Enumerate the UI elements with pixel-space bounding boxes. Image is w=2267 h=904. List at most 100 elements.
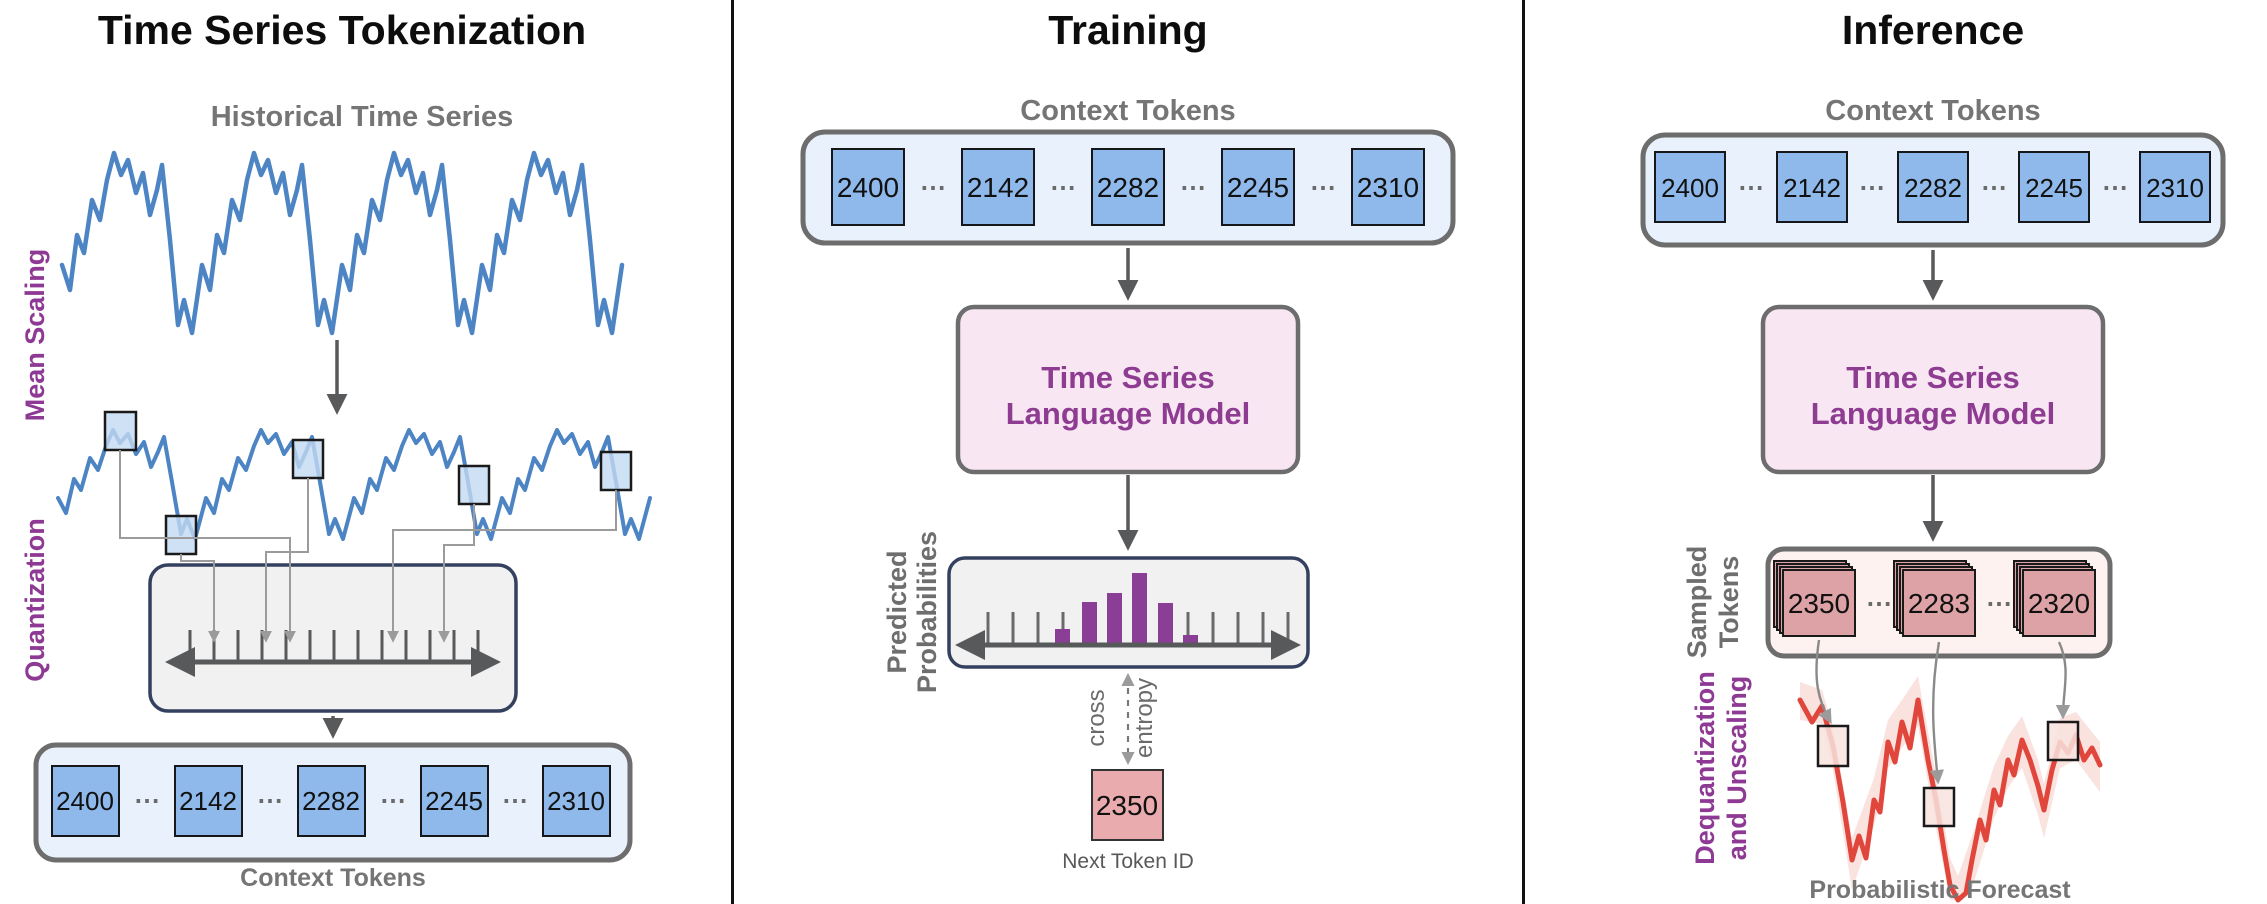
- sampled-token-stack: 2283: [1893, 560, 1976, 637]
- token-value: 2400: [56, 786, 114, 816]
- token-value: 2310: [547, 786, 605, 816]
- token-value: 2282: [1097, 172, 1159, 203]
- language-model-box: [955, 304, 1301, 475]
- model-name-line1: Time Series: [1846, 360, 2019, 395]
- token-value: 2245: [425, 786, 483, 816]
- predicted-label-line1: Predicted: [882, 550, 912, 673]
- token-box: [542, 765, 611, 837]
- token-box: [1351, 148, 1425, 226]
- token-value: 2142: [1783, 173, 1841, 203]
- mean-scaling-label: Mean Scaling: [20, 249, 50, 422]
- panel-inference: Inference Context Tokens 2400 2142 2282 …: [1640, 7, 2226, 904]
- model-name-line2: Language Model: [1006, 396, 1251, 431]
- sampled-label-line1: Sampled: [1682, 546, 1712, 659]
- token-box: [831, 148, 905, 226]
- model-name-line1: Time Series: [1041, 360, 1214, 395]
- token-value: 2400: [1661, 173, 1719, 203]
- ellipsis: ⋯: [1859, 172, 1885, 202]
- panel-divider-right: [1522, 0, 1525, 904]
- token-value: 2400: [837, 172, 899, 203]
- next-token-box: [1091, 769, 1164, 841]
- forecast-confidence-band: [1800, 676, 2100, 900]
- context-tokens-label: Context Tokens: [240, 864, 426, 892]
- token-box: [961, 148, 1035, 226]
- token-value: 2142: [967, 172, 1029, 203]
- next-token-value: 2350: [1096, 790, 1158, 821]
- token-value: 2142: [179, 786, 237, 816]
- sample-box: [103, 410, 138, 452]
- predicted-probabilities-box: [947, 556, 1310, 669]
- token-box: [420, 765, 489, 837]
- ellipsis: ⋯: [380, 785, 406, 815]
- probabilistic-forecast-label: Probabilistic Forecast: [1809, 876, 2071, 904]
- forecast-point-box: [2046, 720, 2080, 762]
- dequant-label-line2: and Unscaling: [1722, 676, 1752, 861]
- sampled-token-value: 2283: [1908, 588, 1970, 619]
- sampled-label-line2: Tokens: [1714, 556, 1744, 649]
- next-token-label: Next Token ID: [1062, 850, 1194, 873]
- loss-label-line2: entropy: [1131, 678, 1158, 758]
- token-box: [2018, 151, 2090, 223]
- token-box: [2139, 151, 2211, 223]
- loss-label-line1: cross: [1083, 689, 1110, 746]
- token-box: [51, 765, 120, 837]
- token-value: 2310: [2146, 173, 2204, 203]
- panel-training: Training Context Tokens 2400 2142 2282 2…: [800, 7, 1456, 873]
- sampled-token-stack: 2350: [1773, 560, 1856, 637]
- ellipsis: ⋯: [257, 785, 283, 815]
- sample-box: [291, 438, 325, 480]
- token-box: [1221, 148, 1295, 226]
- ellipsis: ⋯: [502, 785, 528, 815]
- ellipsis: ⋯: [920, 172, 946, 202]
- sample-box: [164, 514, 198, 556]
- inference-context-tokens-label: Context Tokens: [1825, 95, 2040, 127]
- tokenization-title: Time Series Tokenization: [98, 7, 586, 53]
- sampled-token-stack: 2320: [2013, 560, 2096, 637]
- quantization-label: Quantization: [20, 518, 50, 682]
- sampled-token-value: 2350: [1788, 588, 1850, 619]
- ellipsis: ⋯: [1981, 172, 2007, 202]
- mean-scaled-series-line: [56, 428, 652, 541]
- training-context-tokens-label: Context Tokens: [1020, 95, 1235, 127]
- token-value: 2310: [1357, 172, 1419, 203]
- token-box: [174, 765, 243, 837]
- context-token-row: 2400 2142 2282 2245 2310 ⋯ ⋯ ⋯ ⋯: [1654, 151, 2211, 223]
- ellipsis: ⋯: [2102, 172, 2128, 202]
- token-box: [1897, 151, 1969, 223]
- token-box: [1776, 151, 1848, 223]
- forecast-point-box: [1922, 786, 1956, 828]
- ellipsis: ⋯: [1866, 588, 1892, 618]
- token-value: 2245: [1227, 172, 1289, 203]
- token-value: 2282: [1904, 173, 1962, 203]
- training-title: Training: [1048, 7, 1207, 53]
- token-box: [1654, 151, 1726, 223]
- sampled-token-value: 2320: [2028, 588, 2090, 619]
- context-token-row: 2400 2142 2282 2245 2310 ⋯ ⋯ ⋯ ⋯: [831, 148, 1425, 226]
- forecast-line: [1797, 697, 2103, 903]
- inference-title: Inference: [1842, 7, 2024, 53]
- model-name-line2: Language Model: [1811, 396, 2056, 431]
- panel-tokenization: Time Series Tokenization Historical Time…: [20, 7, 652, 892]
- panel-divider-left: [731, 0, 734, 904]
- predicted-label-line2: Probabilities: [912, 531, 942, 693]
- sampled-token-stacks: 2350 2283 2320 ⋯ ⋯: [1773, 560, 2096, 637]
- token-value: 2245: [2025, 173, 2083, 203]
- language-model-box: [1760, 304, 2106, 475]
- dequant-label-line1: Dequantization: [1690, 671, 1720, 865]
- context-token-row: 2400 2142 2282 2245 2310 ⋯ ⋯ ⋯ ⋯: [51, 765, 611, 837]
- ellipsis: ⋯: [134, 785, 160, 815]
- ellipsis: ⋯: [1986, 588, 2012, 618]
- token-box: [297, 765, 366, 837]
- token-box: [1091, 148, 1165, 226]
- historical-time-series-line: [59, 150, 625, 336]
- quantization-connectors: [119, 450, 617, 643]
- ellipsis: ⋯: [1050, 172, 1076, 202]
- sample-box: [457, 464, 491, 506]
- forecast-point-box: [1816, 724, 1850, 768]
- dequantization-arrows: [1815, 639, 2071, 785]
- forecast-point-boxes: [1816, 720, 2080, 828]
- sample-box: [599, 450, 633, 492]
- token-value: 2282: [302, 786, 360, 816]
